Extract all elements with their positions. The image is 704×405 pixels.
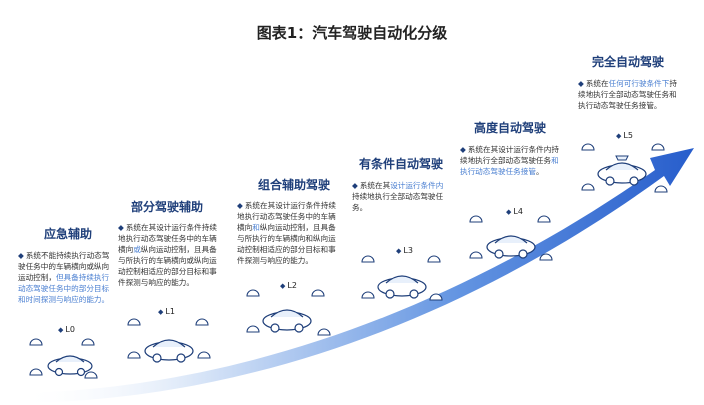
level-l2-title: 组合辅助驾驶 — [258, 178, 331, 192]
level-l4-code: ◆L4 — [506, 207, 523, 216]
level-l1-description: ◆系统在其设计运行条件持续地执行动态驾驶任务中的车辆横向或纵向运动控制，且具备与… — [118, 223, 217, 287]
level-l5-description: ◆系统在任何可行驶条件下持续地执行全部动态驾驶任务和执行动态驾驶任务接管。 — [578, 79, 677, 110]
level-l3-description: ◆系统在其设计运行条件内持续地执行全部动态驾驶任务。 — [352, 181, 444, 212]
diamond-bullet-icon: ◆ — [237, 201, 243, 210]
level-l1-code: ◆L1 — [158, 307, 175, 316]
level-l4-description: ◆系统在其设计运行条件内持续地执行全部动态驾驶任务和执行动态驾驶任务接管。 — [460, 145, 559, 176]
level-l0-code: ◆L0 — [58, 325, 75, 334]
car-icon-l0 — [47, 355, 93, 377]
diamond-bullet-icon: ◆ — [18, 251, 24, 260]
level-l3-title: 有条件自动驾驶 — [359, 157, 444, 171]
car-icon-l4 — [486, 235, 536, 259]
page-title: 图表1：汽车驾驶自动化分级 — [256, 24, 448, 42]
level-l0-description: ◆系统不能持续执行动态驾驶任务中的车辆横向或纵向运动控制，但具备持续执行动态驾驶… — [18, 251, 110, 304]
diamond-bullet-icon: ◆ — [578, 79, 584, 88]
sensor-icons — [29, 143, 668, 379]
diamond-bullet-icon: ◆ — [118, 223, 124, 232]
diamond-bullet-icon: ◆ — [460, 145, 466, 154]
level-l4-title: 高度自动驾驶 — [474, 121, 547, 135]
diamond-bullet-icon: ◆ — [352, 181, 358, 190]
level-l5-title: 完全自动驾驶 — [592, 55, 665, 69]
car-icon-l1 — [144, 339, 194, 363]
car-icon-l2 — [262, 309, 312, 333]
level-l0-title: 应急辅助 — [44, 227, 93, 241]
car-icon-l5 — [597, 155, 647, 186]
level-l5-code: ◆L5 — [616, 131, 633, 140]
level-l3-code: ◆L3 — [396, 246, 413, 255]
car-icon-l3 — [377, 275, 427, 299]
level-l2-code: ◆L2 — [280, 281, 297, 290]
level-l1-title: 部分驾驶辅助 — [131, 200, 204, 214]
level-l2-description: ◆系统在其设计运行条件持续地执行动态驾驶任务中的车辆横向和纵向运动控制，且具备与… — [237, 201, 336, 265]
